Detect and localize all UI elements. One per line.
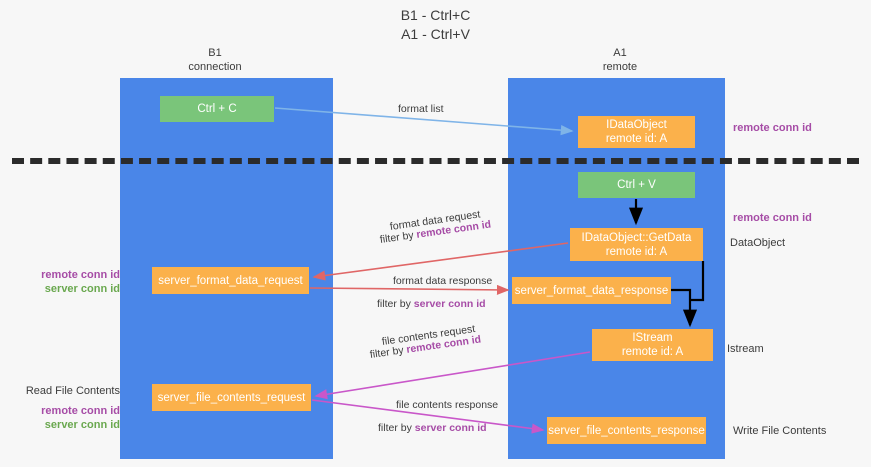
filter-prefix: filter by <box>369 343 408 361</box>
filter-prefix: filter by <box>377 298 414 310</box>
box-idataobject-line1: IDataObject <box>606 119 667 131</box>
column-header-a1-name: A1 <box>613 47 627 59</box>
edge-label-file-contents-response-filter: filter by server conn id <box>378 421 487 435</box>
annotation-left-conn-ids-1: remote conn id server conn id <box>20 268 120 296</box>
edge-label-format-list: format list <box>398 103 444 115</box>
box-server-file-contents-request-label: server_file_contents_request <box>157 391 306 404</box>
annotation-istream: Istream <box>727 343 764 355</box>
edge-label-file-contents-response: file contents response <box>396 399 499 411</box>
phase-divider <box>12 158 859 164</box>
box-server-file-contents-response-label: server_file_contents_response <box>548 424 705 437</box>
edge-label-format-data-response-filter: filter by server conn id <box>377 297 486 311</box>
title-line-1: B1 - Ctrl+C <box>400 7 471 23</box>
annotation-left-server-conn-id-2: server conn id <box>44 419 120 431</box>
box-server-format-data-response[interactable]: server_format_data_response <box>512 277 671 304</box>
box-getdata-line1: IDataObject::GetData <box>581 231 692 244</box>
column-header-b1: B1 connection <box>155 46 275 74</box>
column-header-a1: A1 remote <box>560 46 680 74</box>
box-istream-line2: remote id: A <box>621 346 684 358</box>
annotation-write-file-contents: Write File Contents <box>733 425 827 437</box>
annotation-remote-conn-id-mid: remote conn id <box>733 211 812 225</box>
box-idataobject[interactable]: IDataObject remote id: A <box>578 116 695 148</box>
edge-label-format-data-response: format data response <box>393 275 493 287</box>
box-idataobject-line2: remote id: A <box>605 133 668 145</box>
annotation-remote-conn-id-top: remote conn id <box>733 121 812 135</box>
box-idataobject-getdata[interactable]: IDataObject::GetData remote id: A <box>570 228 703 261</box>
box-istream-line1: IStream <box>632 332 673 344</box>
filter-prefix: filter by <box>379 228 418 246</box>
column-header-b1-name: B1 <box>208 47 222 59</box>
annotation-read-file-contents: Read File Contents <box>25 385 120 397</box>
box-server-format-data-request-label: server_format_data_request <box>158 274 303 287</box>
annotation-left-conn-ids-2: Read File Contents remote conn id server… <box>12 384 120 432</box>
box-server-file-contents-request[interactable]: server_file_contents_request <box>152 384 311 411</box>
box-ctrl-c[interactable]: Ctrl + C <box>160 96 274 122</box>
filter-key-server-conn-id: server conn id <box>414 422 487 434</box>
annotation-left-remote-conn-id-1: remote conn id <box>41 269 120 281</box>
annotation-left-remote-conn-id-2: remote conn id <box>41 405 120 417</box>
box-server-format-data-response-label: server_format_data_response <box>514 284 669 297</box>
title-line-2: A1 - Ctrl+V <box>401 26 470 42</box>
box-ctrl-v-label: Ctrl + V <box>617 179 656 191</box>
annotation-remote-conn-id-top-text: remote conn id <box>733 122 812 134</box>
box-ctrl-v[interactable]: Ctrl + V <box>578 172 695 198</box>
box-ctrl-c-label: Ctrl + C <box>197 103 237 115</box>
box-server-file-contents-response[interactable]: server_file_contents_response <box>547 417 706 444</box>
filter-key-server-conn-id: server conn id <box>413 298 486 310</box>
filter-prefix: filter by <box>378 422 415 434</box>
annotation-left-server-conn-id-1: server conn id <box>44 283 120 295</box>
annotation-dataobject: DataObject <box>730 237 786 249</box>
column-header-b1-role: connection <box>188 61 242 73</box>
box-getdata-line2: remote id: A <box>605 245 668 258</box>
annotation-remote-conn-id-mid-text: remote conn id <box>733 212 812 224</box>
column-header-a1-role: remote <box>602 61 638 73</box>
box-istream[interactable]: IStream remote id: A <box>592 329 713 361</box>
diagram-title: B1 - Ctrl+C A1 - Ctrl+V <box>0 6 871 44</box>
box-server-format-data-request[interactable]: server_format_data_request <box>152 267 309 294</box>
